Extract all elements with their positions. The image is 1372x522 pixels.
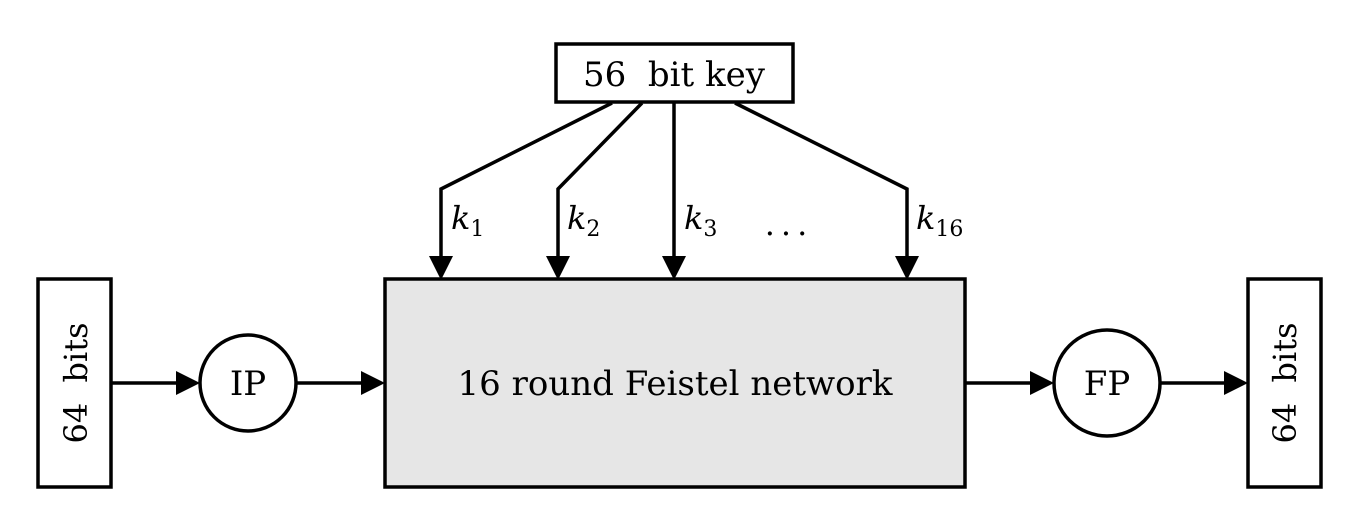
subkey-labels: k1 k2 k3 ... k16 [451,199,963,243]
subkey-base-3: k [684,199,703,237]
subkey-line-2 [556,101,644,258]
fp-node: FP [1052,328,1162,438]
feistel-network: 16 round Feistel network [383,277,967,489]
subkey-label-3: k3 [684,199,717,242]
subkey-sub-16: 16 [935,217,963,242]
input-block: 64 bits [36,277,113,489]
subkey-label-2: k2 [567,199,600,242]
subkey-base-1: k [451,199,470,237]
arrowhead-fp-to-output [1224,371,1248,395]
subkey-base-2: k [567,199,586,237]
key-label: 56 bit key [583,55,766,95]
feistel-label: 16 round Feistel network [458,364,893,404]
subkey-base-16: k [916,199,935,237]
subkey-label-1: k1 [451,199,484,242]
subkey-sub-3: 3 [703,217,717,242]
subkey-arrowhead-2 [546,256,570,280]
output-label: 64 bits [1266,322,1304,443]
ip-label: IP [230,364,266,404]
input-label: 64 bits [57,322,95,443]
fp-label: FP [1084,364,1130,404]
subkey-arrowhead-1 [429,256,453,280]
key-box: 56 bit key [554,42,795,104]
subkey-line-16 [734,101,909,258]
arrowhead-ip-to-feistel [361,371,385,395]
subkey-arrowhead-16 [895,256,919,280]
ip-node: IP [198,333,298,433]
arrowhead-feistel-to-fp [1030,371,1054,395]
subkey-label-16: k16 [916,199,963,242]
ellipsis-label: ... [765,205,814,243]
output-block: 64 bits [1246,277,1323,489]
arrowhead-input-to-ip [176,371,200,395]
subkey-sub-2: 2 [586,217,600,242]
subkey-arrowhead-3 [662,256,686,280]
subkey-sub-1: 1 [470,217,484,242]
subkey-lines [429,101,919,280]
subkey-line-1 [439,101,613,258]
